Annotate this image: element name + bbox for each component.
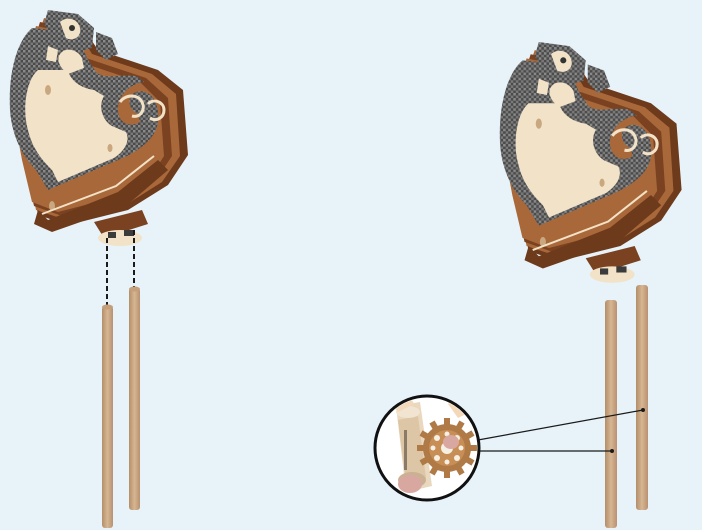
dowel-right-2: [636, 285, 648, 510]
dowel-right-1: [605, 300, 617, 528]
sleigh-model-left: [10, 10, 188, 246]
sleigh-model-right: [500, 42, 682, 283]
step-after: [375, 42, 682, 528]
step-before: [10, 10, 188, 528]
dowel-left-2: [129, 287, 140, 511]
dowel-left-1: [102, 305, 113, 529]
detail-magnifier: [375, 395, 479, 500]
callout-lines: [478, 408, 645, 453]
